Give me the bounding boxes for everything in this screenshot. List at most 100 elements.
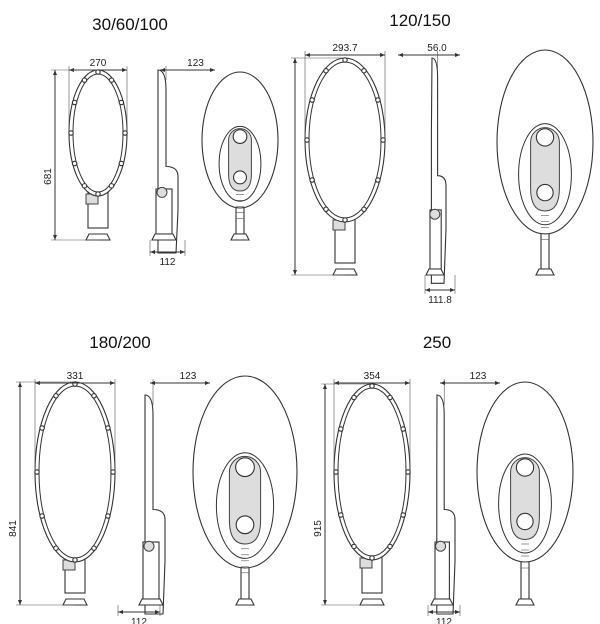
bolt-icon [405,469,411,475]
pivot-icon [156,186,168,198]
base-plate [359,598,385,606]
bolt-icon [105,425,111,431]
bolt-icon [323,67,329,74]
base-label: 112 [160,257,176,268]
bolt-icon [68,130,74,136]
height-label: 841 [8,520,19,537]
back-view [476,381,574,606]
lamp-frame [304,57,386,223]
side-base [430,598,454,606]
lamp-frame [333,383,411,561]
bolt-icon [110,469,116,475]
base-plate [62,598,88,606]
panel-title: 30/60/100 [92,15,168,34]
height-label: 915 [313,520,324,537]
pivot-icon [435,540,447,552]
panel-title: 120/150 [389,11,450,30]
bolt-icon [91,545,97,551]
bolt-icon [338,426,344,432]
bolt-icon [342,57,348,63]
base-label: 112 [131,617,147,624]
panel-250: 250 354 915 123 112 [313,333,574,624]
bolt-icon [369,555,375,561]
bolt-icon [361,67,367,74]
side-view [430,394,456,615]
bolt-icon [53,545,59,551]
panel-180-200: 180/200 331 841 123 112 [8,333,298,624]
back-base [230,233,250,241]
front-view [34,381,116,606]
bolt-icon [122,130,128,136]
front-view [68,69,128,241]
bolt-icon [304,137,310,143]
bolt-icon [39,513,45,519]
base-label: 111.8 [428,295,452,306]
bolt-icon [361,206,367,213]
base-plate [85,233,111,241]
side-label: 123 [470,371,487,382]
pivot-knob-icon [235,515,255,535]
sensor-socket-icon [535,128,555,147]
back-inner-shell [218,125,262,202]
back-base [535,268,555,276]
width-label: 293.7 [332,43,357,54]
side-base [425,268,445,276]
arrow-head [118,610,160,614]
bolt-icon [71,99,78,106]
bolt-icon [34,469,40,475]
back-base [235,598,255,606]
lamp-frame [68,69,128,197]
side-base [151,233,177,241]
pivot-knob-icon [536,183,554,202]
bolt-icon [400,426,406,432]
side-view [138,394,166,615]
width-label: 354 [364,371,381,382]
bolt-icon [369,383,375,389]
sensor-socket-icon [232,129,248,144]
pivot-icon [429,208,441,220]
bolt-icon [387,394,393,401]
bolt-icon [323,206,329,213]
bolt-icon [72,381,78,387]
back-inner-shell [215,452,275,559]
back-view [201,71,279,241]
side-view [151,69,179,254]
base-label: 112 [436,617,452,624]
bolt-icon [351,543,357,550]
bolt-icon [81,183,88,189]
bolt-icon [309,97,315,103]
back-base [515,598,535,606]
bolt-icon [375,97,381,103]
back-inner-shell [498,453,552,554]
bolt-icon [39,425,45,431]
bolt-icon [108,183,115,189]
side-label: 123 [187,58,204,69]
side-view [425,57,447,284]
side-label: 123 [180,371,197,382]
bolt-icon [387,543,393,550]
bolt-icon [342,217,348,223]
width-label: 331 [67,371,84,382]
panel-title: 250 [423,333,451,352]
side-label: 56.0 [427,43,447,54]
front-view [333,383,411,606]
bolt-icon [118,99,125,106]
side-base [138,598,164,606]
pivot-knob-icon [232,170,248,185]
bolt-icon [95,191,101,197]
bolt-icon [338,512,344,518]
front-view [304,57,386,276]
base-plate [332,268,358,276]
bolt-icon [105,513,111,519]
bolt-icon [81,77,88,83]
sensor-socket-icon [515,458,535,477]
back-view [192,375,298,606]
bolt-icon [118,160,125,167]
bolt-icon [108,77,115,83]
sensor-socket-icon [235,457,255,478]
pivot-icon [143,540,155,552]
panel-title: 180/200 [89,333,150,352]
